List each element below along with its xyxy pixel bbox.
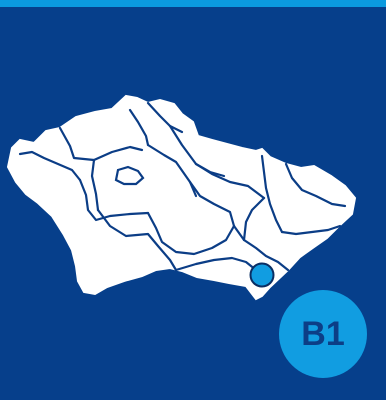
border-zlinsky [280, 224, 342, 236]
border-jihocesky [96, 208, 178, 272]
region-borders [18, 101, 347, 272]
border-moravskoslezsky [284, 162, 347, 208]
level-badge: B1 [279, 290, 367, 378]
border-plzensky [78, 178, 150, 222]
border-jihomoravsky-west [174, 256, 258, 272]
border-jihomoravsky [232, 224, 290, 272]
level-badge-label: B1 [301, 314, 345, 353]
prague-region [114, 165, 145, 186]
border-vysocina [146, 211, 236, 256]
border-olomoucky [260, 154, 284, 234]
border-liberecky-east [146, 101, 184, 134]
border-pardubicky [194, 162, 266, 200]
border-stredocesky [90, 158, 100, 212]
border-karlovarsky [18, 150, 82, 182]
border-vysocina-north [188, 180, 236, 228]
border-liberecky [128, 108, 150, 147]
top-accent-bar [0, 0, 386, 7]
border-olomoucky-south [242, 196, 266, 242]
location-marker-icon [249, 262, 275, 288]
